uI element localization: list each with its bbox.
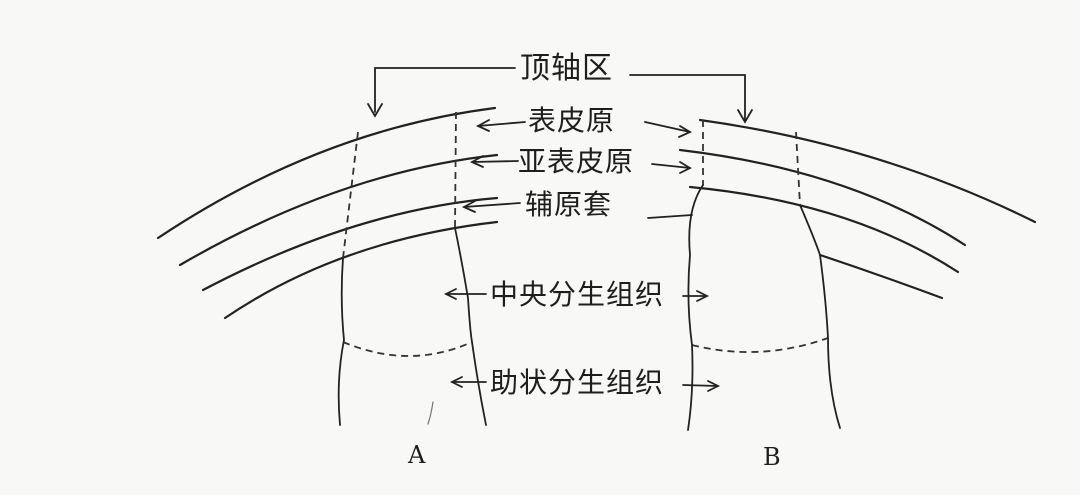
epidermis-arrowhead-right: [678, 125, 692, 138]
label-flank-meristem: 助状分生组织: [490, 366, 665, 399]
accessory-arrowhead-left: [461, 200, 476, 213]
subepidermis-arrow-left: [471, 160, 519, 163]
panel-a-layer-l3: [201, 196, 499, 292]
panel-b-left-wall: [687, 184, 704, 431]
label-epidermis-primordium: 表皮原: [528, 104, 616, 137]
panel-label-b: B: [763, 443, 781, 471]
label-accessory-tunica: 辅原套: [525, 188, 613, 221]
epidermis-arrow-left: [477, 121, 526, 127]
epidermis-arrow-right: [644, 121, 691, 133]
label-subepidermis-primordium: 亚表皮原: [518, 145, 635, 178]
panel-a-corpus-boundary: [223, 220, 499, 320]
panel-a-central-bottom-dash: [342, 341, 473, 357]
stray-mark: [427, 401, 434, 425]
bracket-arrowhead-left: [367, 103, 383, 118]
apical-zone-bracket-right: [629, 74, 746, 121]
accessory-arrow-left: [463, 202, 521, 208]
apical-zone-bracket-left: [374, 67, 516, 113]
label-apical-axial-zone: 顶轴区: [520, 51, 613, 86]
epidermis-arrowhead-left: [475, 119, 490, 132]
accessory-arrow-right: [647, 214, 693, 219]
subepidermis-arrowhead-left: [469, 155, 484, 168]
subepidermis-arrowhead-right: [679, 161, 692, 174]
panel-a-axial-left-dash: [342, 131, 359, 259]
panel-b-right-wall: [799, 204, 841, 429]
panel-a-layer-l2: [178, 153, 499, 267]
panel-b-layer-l3: [688, 185, 960, 274]
panel-b-central-bottom-dash: [691, 337, 829, 353]
panel-a-right-wall: [454, 227, 487, 426]
panel-b-layer-l1: [698, 118, 1037, 224]
panel-b-layer-l2: [678, 148, 967, 247]
flank-arrowhead-left: [449, 376, 463, 388]
panel-a-left-wall: [337, 257, 345, 426]
panel-a-layer-l1: [156, 106, 497, 240]
subepidermis-arrow-right: [651, 163, 691, 169]
bracket-arrowhead-right: [737, 109, 753, 124]
flank-arrow-right: [682, 384, 719, 387]
panel-label-a: A: [408, 441, 426, 469]
panel-a-axial-right-dash: [454, 111, 457, 229]
flank-arrowhead-right: [707, 380, 721, 392]
central-arrowhead-right: [696, 290, 710, 302]
label-central-meristem: 中央分生组织: [490, 278, 665, 311]
central-arrowhead-left: [443, 288, 457, 300]
panel-b-corpus-boundary: [818, 253, 944, 300]
panel-b-axial-right-dash: [795, 131, 801, 206]
